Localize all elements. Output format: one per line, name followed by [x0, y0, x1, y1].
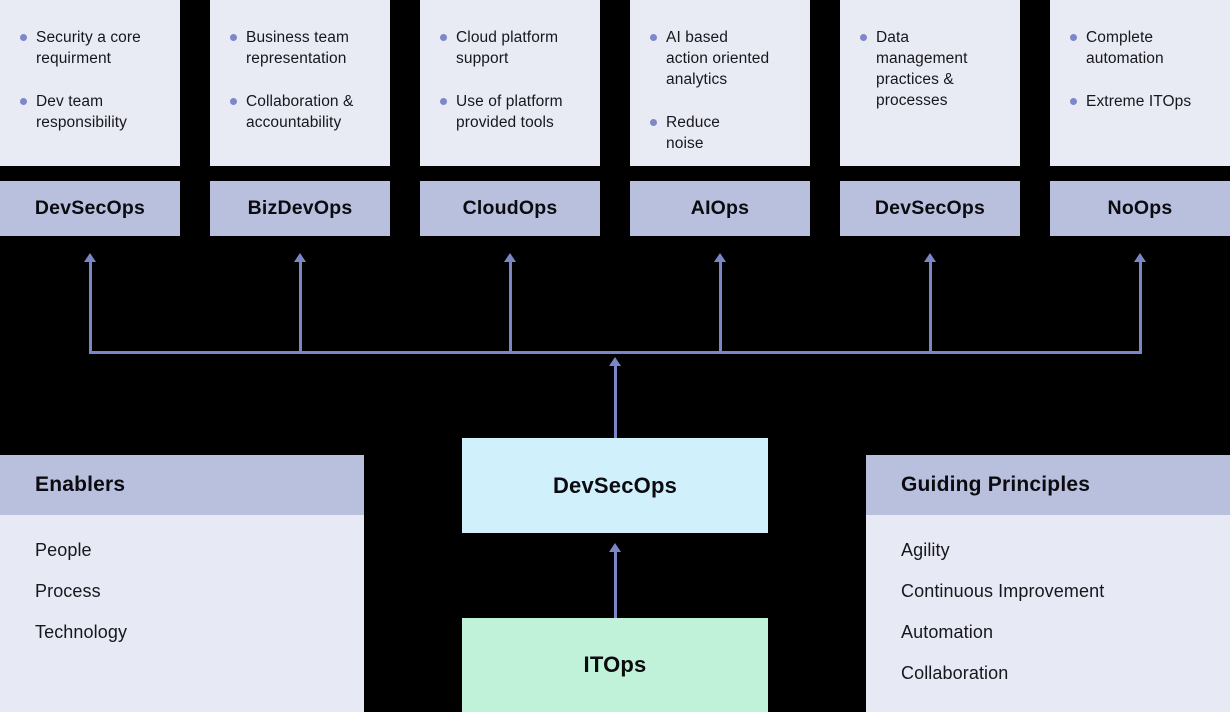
arrow-stem [613, 364, 617, 438]
enablers-item: People [35, 540, 92, 560]
bullet-item: AI based action oriented analytics [650, 27, 800, 90]
up-arrow-col1 [83, 253, 97, 353]
ops-card: Business team representation Collaborati… [210, 0, 390, 166]
arrow-devsecops-to-line [608, 357, 622, 438]
ops-label: DevSecOps [840, 181, 1020, 236]
ops-card: Complete automation Extreme ITOps [1050, 0, 1230, 166]
ops-label: CloudOps [420, 181, 600, 236]
arrowhead-icon [924, 253, 936, 262]
enablers-item: Process [35, 581, 101, 601]
bullet-text: Business team representation [246, 29, 349, 67]
column-aiops: AI based action oriented analytics Reduc… [630, 0, 810, 236]
ops-columns-row: Security a core requirment Dev team resp… [0, 0, 1230, 236]
bullet-icon [650, 119, 657, 126]
bullet-text: AI based action oriented analytics [666, 29, 770, 88]
bullet-text: Use of platform provided tools [456, 93, 563, 131]
arrowhead-icon [1134, 253, 1146, 262]
bullet-icon [860, 34, 867, 41]
bullet-text: Reduce noise [666, 114, 721, 152]
connector-line [89, 351, 1142, 354]
arrowhead-icon [609, 357, 621, 366]
bullet-item: Complete automation [1070, 27, 1220, 69]
bullet-item: Data management practices & processes [860, 27, 1010, 111]
bullet-icon [440, 34, 447, 41]
bullet-icon [20, 98, 27, 105]
bullet-icon [230, 98, 237, 105]
bullet-item: Dev team responsibility [20, 91, 170, 133]
bullet-item: Security a core requirment [20, 27, 170, 69]
arrowhead-icon [294, 253, 306, 262]
arrow-stem [508, 260, 512, 353]
bullet-item: Business team representation [230, 27, 380, 69]
bullet-item: Use of platform provided tools [440, 91, 590, 133]
enablers-panel: Enablers People Process Technology [0, 455, 364, 712]
itops-box: ITOps [462, 618, 768, 712]
bullet-text: Data management practices & processes [876, 29, 968, 109]
arrow-itops-to-devsecops [608, 543, 622, 618]
column-devsecops-2: Data management practices & processes De… [840, 0, 1020, 236]
bullet-icon [1070, 98, 1077, 105]
ops-card: Cloud platform support Use of platform p… [420, 0, 600, 166]
guiding-principles-item: Agility [901, 540, 950, 560]
bullet-text: Security a core requirment [36, 29, 141, 67]
arrow-stem [88, 260, 92, 353]
arrowhead-icon [504, 253, 516, 262]
ops-card: AI based action oriented analytics Reduc… [630, 0, 810, 166]
devsecops-box: DevSecOps [462, 438, 768, 533]
bullet-item: Collaboration & accountability [230, 91, 380, 133]
arrow-stem [613, 550, 617, 618]
guiding-principles-item: Automation [901, 622, 994, 642]
bullet-text: Complete automation [1086, 29, 1164, 67]
bullet-text: Cloud platform support [456, 29, 559, 67]
ops-label: BizDevOps [210, 181, 390, 236]
guiding-principles-list: Agility Continuous Improvement Automatio… [866, 515, 1230, 712]
bullet-icon [20, 34, 27, 41]
bullet-item: Cloud platform support [440, 27, 590, 69]
bullet-text: Extreme ITOps [1086, 93, 1192, 110]
arrow-stem [298, 260, 302, 353]
arrowhead-icon [609, 543, 621, 552]
bullet-icon [230, 34, 237, 41]
guiding-principles-item: Collaboration [901, 663, 1009, 683]
bullet-item: Extreme ITOps [1070, 91, 1220, 112]
ops-label: AIOps [630, 181, 810, 236]
ops-card: Data management practices & processes [840, 0, 1020, 166]
guiding-principles-title: Guiding Principles [866, 455, 1230, 515]
bullet-text: Collaboration & accountability [246, 93, 354, 131]
arrow-stem [718, 260, 722, 353]
ops-card: Security a core requirment Dev team resp… [0, 0, 180, 166]
up-arrow-col2 [293, 253, 307, 353]
column-noops: Complete automation Extreme ITOps NoOps [1050, 0, 1230, 236]
ops-label: NoOps [1050, 181, 1230, 236]
bullet-icon [440, 98, 447, 105]
ops-label: DevSecOps [0, 181, 180, 236]
column-cloudops: Cloud platform support Use of platform p… [420, 0, 600, 236]
guiding-principles-item: Continuous Improvement [901, 581, 1105, 601]
up-arrow-col4 [713, 253, 727, 353]
column-devsecops-1: Security a core requirment Dev team resp… [0, 0, 180, 236]
arrow-stem [928, 260, 932, 353]
bullet-icon [650, 34, 657, 41]
up-arrow-col5 [923, 253, 937, 353]
arrow-stem [1138, 260, 1142, 353]
up-arrow-col6 [1133, 253, 1147, 353]
enablers-list: People Process Technology [0, 515, 364, 712]
bullet-icon [1070, 34, 1077, 41]
column-bizdevops: Business team representation Collaborati… [210, 0, 390, 236]
arrowhead-icon [84, 253, 96, 262]
bullet-text: Dev team responsibility [36, 93, 127, 131]
up-arrow-col3 [503, 253, 517, 353]
enablers-item: Technology [35, 622, 128, 642]
bullet-item: Reduce noise [650, 112, 800, 154]
enablers-title: Enablers [0, 455, 364, 515]
guiding-principles-panel: Guiding Principles Agility Continuous Im… [866, 455, 1230, 712]
arrowhead-icon [714, 253, 726, 262]
